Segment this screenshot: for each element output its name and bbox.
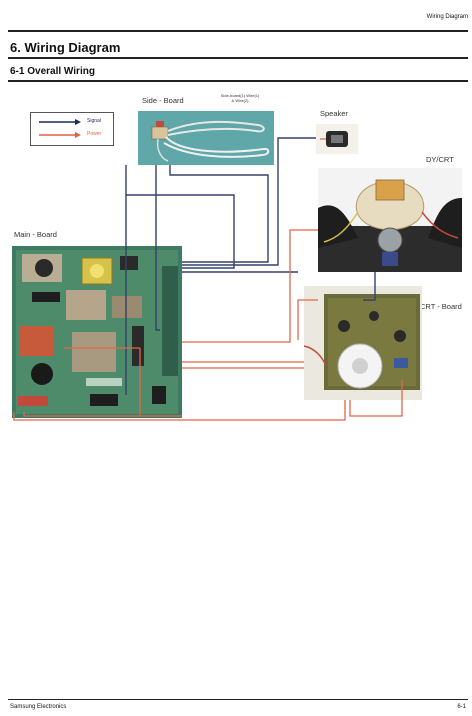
side-board-photo [138,111,274,165]
header-section-label: Wiring Diagram [426,14,468,20]
dy-crt-label: DY/CRT [426,155,454,164]
subtitle-rule [8,80,468,82]
dy-crt-shape [318,168,462,272]
page-subtitle: 6-1 Overall Wiring [10,66,95,77]
side-board-note-line2: & Wire(2) [231,98,249,103]
speaker-photo [316,124,358,154]
speaker-shape [320,131,348,147]
title-rule [8,57,468,59]
side-board-note: Side-board(1) Wire(1) & Wire(2) [205,93,275,103]
header-rule [8,30,468,32]
speaker-label: Speaker [320,109,348,118]
signal-wires [125,137,376,395]
side-board-cables [151,120,270,162]
legend-power-label: Power [87,131,102,137]
footer-company: Samsung Electronics [10,704,67,710]
main-board-photo [12,246,182,418]
side-board-label: Side - Board [142,96,184,105]
legend-lines [39,119,81,138]
main-board-components [12,246,182,418]
crt-board-label: CRT - Board [420,302,462,311]
legend: Signal Power [30,112,114,146]
footer-page-number: 6-1 [457,704,466,710]
page-title: 6. Wiring Diagram [10,40,121,55]
dy-crt-photo [318,168,462,272]
side-board-note-line1: Side-board(1) Wire(1) [220,93,260,98]
footer-rule [8,699,468,700]
crt-board-components [304,286,422,400]
main-board-label: Main - Board [14,230,57,239]
power-wires [13,229,403,421]
legend-signal-label: Signal [87,118,101,124]
